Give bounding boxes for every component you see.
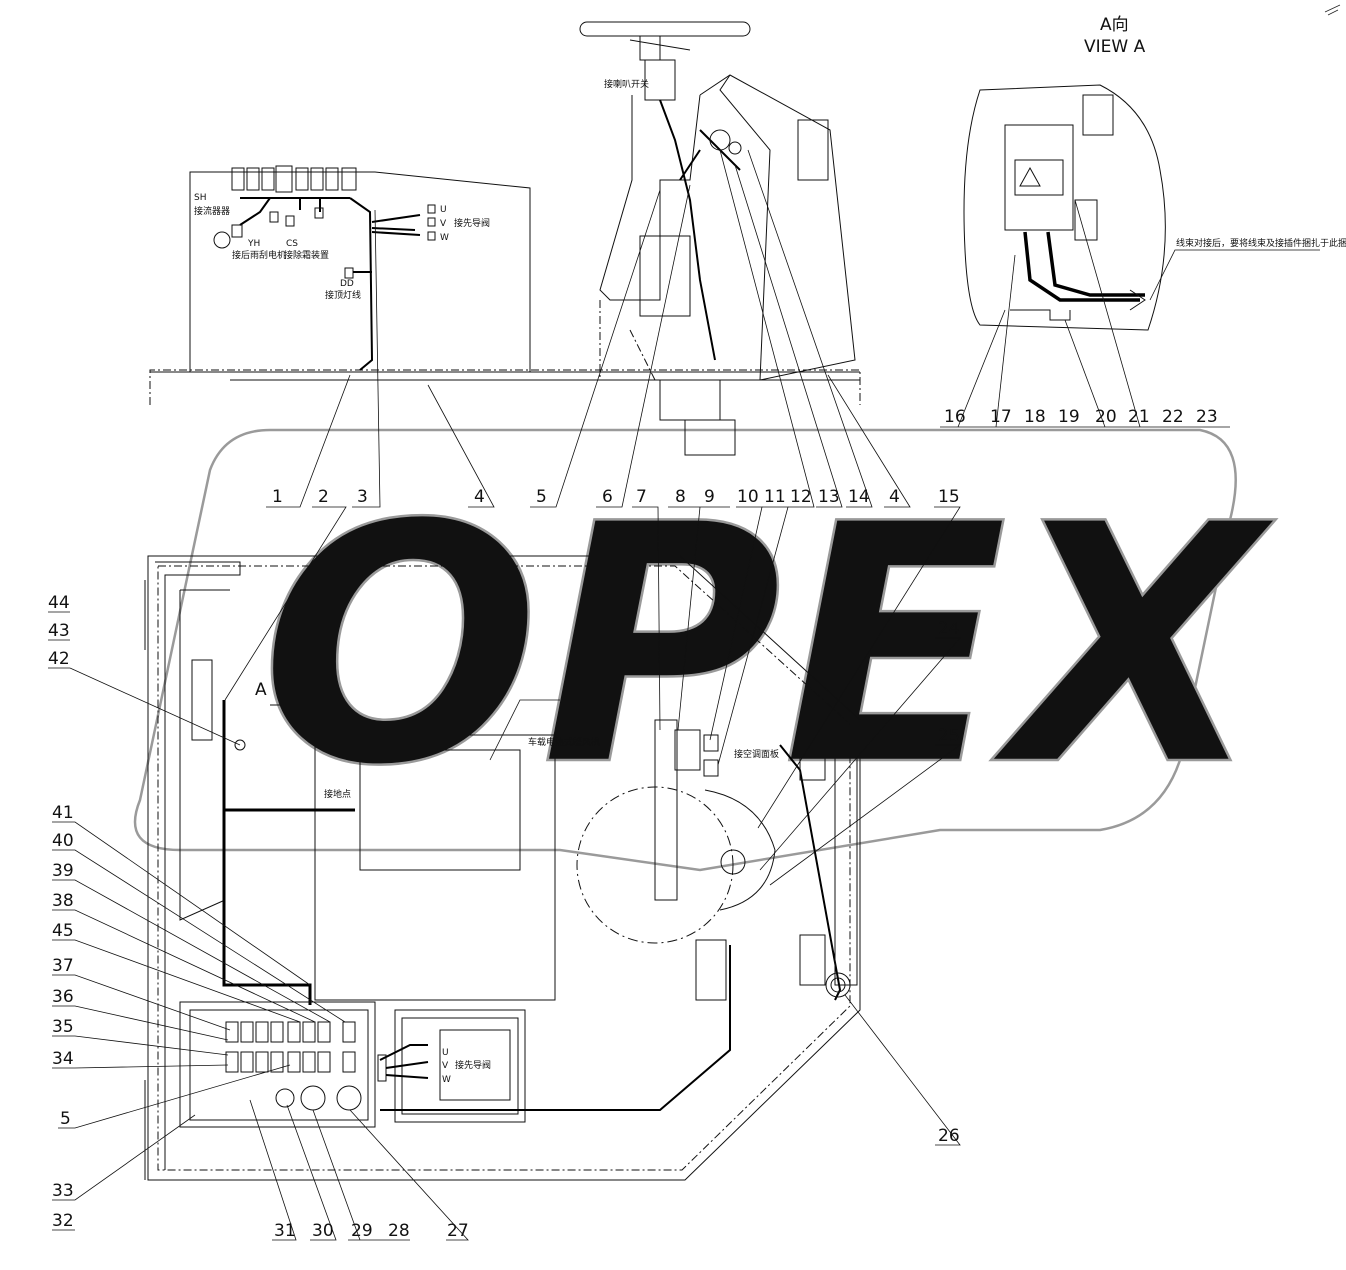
part-35: 35 bbox=[52, 1017, 74, 1037]
label-cs: CS bbox=[286, 239, 298, 249]
part-41: 41 bbox=[52, 803, 74, 823]
label-pilot-valve-top: 接先导阀 bbox=[454, 217, 490, 229]
part-42: 42 bbox=[48, 649, 70, 669]
part-2: 2 bbox=[318, 487, 329, 507]
view-a-leaders: 16 17 18 19 20 21 22 23 bbox=[940, 199, 1230, 428]
label-defrost: 接除霜装置 bbox=[284, 249, 329, 261]
view-a: A向 VIEW A 线束对接后，要将线束及接插件捆扎于此捆扎处 bbox=[963, 15, 1346, 331]
part-33: 33 bbox=[52, 1181, 74, 1201]
switch-row-top bbox=[225, 1021, 356, 1043]
part-24: 24 bbox=[938, 619, 960, 639]
top-leaders: 1 2 3 4 5 6 7 8 9 10 11 12 13 14 4 15 bbox=[224, 149, 961, 829]
view-a-marker: A bbox=[255, 680, 267, 700]
left-leaders: 44 43 42 41 40 39 38 45 37 36 35 34 5 33… bbox=[48, 593, 346, 1231]
steering-column-view: 接喇叭开关 bbox=[579, 21, 856, 456]
label-ground-point: 接地点 bbox=[324, 788, 351, 800]
part-7: 7 bbox=[636, 487, 647, 507]
switch-row-bottom bbox=[225, 1051, 356, 1073]
part-4a: 4 bbox=[474, 487, 485, 507]
part-18: 18 bbox=[1024, 407, 1046, 427]
label-u-bottom: U bbox=[442, 1048, 449, 1058]
part-29: 29 bbox=[351, 1221, 373, 1241]
part-20: 20 bbox=[1095, 407, 1117, 427]
label-rear-wiper-motor: 接后雨刮电机 bbox=[232, 249, 286, 261]
watermark-text: OPEX bbox=[260, 454, 1276, 838]
label-dome-light: 接顶灯线 bbox=[325, 289, 361, 301]
part-4b: 4 bbox=[889, 487, 900, 507]
part-12: 12 bbox=[790, 487, 812, 507]
part-1: 1 bbox=[272, 487, 283, 507]
part-11: 11 bbox=[764, 487, 786, 507]
label-rectifier: 接流器器 bbox=[194, 205, 230, 217]
bottom-leaders: 31 30 29 28 27 bbox=[249, 1099, 469, 1241]
part-32: 32 bbox=[52, 1211, 74, 1231]
label-v-top: V bbox=[440, 219, 447, 229]
part-44: 44 bbox=[48, 593, 70, 613]
part-5: 5 bbox=[536, 487, 547, 507]
part-13: 13 bbox=[818, 487, 840, 507]
part-26: 26 bbox=[938, 1126, 960, 1146]
part-34: 34 bbox=[52, 1049, 74, 1069]
label-ac-panel: 接空调面板 bbox=[734, 748, 779, 760]
label-horn-switch: 接喇叭开关 bbox=[604, 78, 649, 90]
part-6: 6 bbox=[602, 487, 613, 507]
part-17: 17 bbox=[990, 407, 1012, 427]
label-v-bottom: V bbox=[442, 1061, 449, 1071]
part-16: 16 bbox=[944, 407, 966, 427]
part-19: 19 bbox=[1058, 407, 1080, 427]
plan-view: A 接地点 车载电热式暖风机 bbox=[144, 555, 861, 1181]
label-harness-note: 线束对接后，要将线束及接插件捆扎于此捆扎处 bbox=[1176, 237, 1346, 249]
part-30: 30 bbox=[312, 1221, 334, 1241]
view-a-title-en: VIEW A bbox=[1084, 37, 1146, 57]
corner-mark bbox=[1324, 4, 1341, 16]
part-22: 22 bbox=[1162, 407, 1184, 427]
part-25: 25 bbox=[938, 726, 960, 746]
label-w-top: W bbox=[440, 233, 449, 243]
label-w-bottom: W bbox=[442, 1075, 451, 1085]
part-43: 43 bbox=[48, 621, 70, 641]
part-8: 8 bbox=[675, 487, 686, 507]
part-31: 31 bbox=[274, 1221, 296, 1241]
part-38: 38 bbox=[52, 891, 74, 911]
part-3: 3 bbox=[357, 487, 368, 507]
opex-watermark: OPEX bbox=[133, 428, 1277, 872]
part-9: 9 bbox=[704, 487, 715, 507]
part-5-left: 5 bbox=[60, 1109, 71, 1129]
part-37: 37 bbox=[52, 956, 74, 976]
label-electric-fan: 车载电热式暖风机 bbox=[528, 736, 600, 748]
part-36: 36 bbox=[52, 987, 74, 1007]
label-yh: YH bbox=[247, 239, 260, 249]
part-21: 21 bbox=[1128, 407, 1150, 427]
part-15: 15 bbox=[938, 487, 960, 507]
part-14: 14 bbox=[848, 487, 870, 507]
label-pilot-valve-bottom: 接先导阀 bbox=[455, 1059, 491, 1071]
label-dd: DD bbox=[340, 279, 354, 289]
part-39: 39 bbox=[52, 861, 74, 881]
part-10: 10 bbox=[737, 487, 759, 507]
top-cabinet-view: SH 接流器器 YH 接后雨刮电机 CS 接除霜装置 U V W 接先导阀 DD… bbox=[149, 165, 861, 405]
label-sh: SH bbox=[194, 193, 206, 203]
part-23: 23 bbox=[1196, 407, 1218, 427]
part-40: 40 bbox=[52, 831, 74, 851]
label-u-top: U bbox=[440, 205, 447, 215]
view-a-title-cn: A向 bbox=[1100, 15, 1129, 35]
part-45: 45 bbox=[52, 921, 74, 941]
right-leaders: 24 25 26 bbox=[759, 619, 962, 1146]
part-28: 28 bbox=[388, 1221, 410, 1241]
part-27: 27 bbox=[447, 1221, 469, 1241]
